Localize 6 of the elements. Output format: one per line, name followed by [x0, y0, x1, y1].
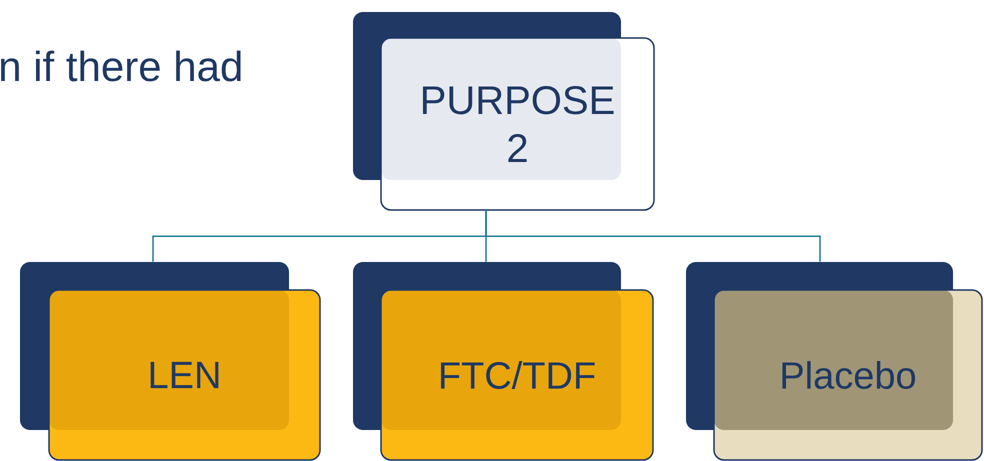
- process-box: Placebo: [686, 262, 983, 461]
- process-box: FTC/TDF: [353, 262, 654, 461]
- heading-text: n if there had: [1, 50, 241, 82]
- process-box: LEN: [20, 262, 321, 461]
- connector-line: [485, 210, 821, 262]
- process-box: PURPOSE 2: [353, 12, 655, 211]
